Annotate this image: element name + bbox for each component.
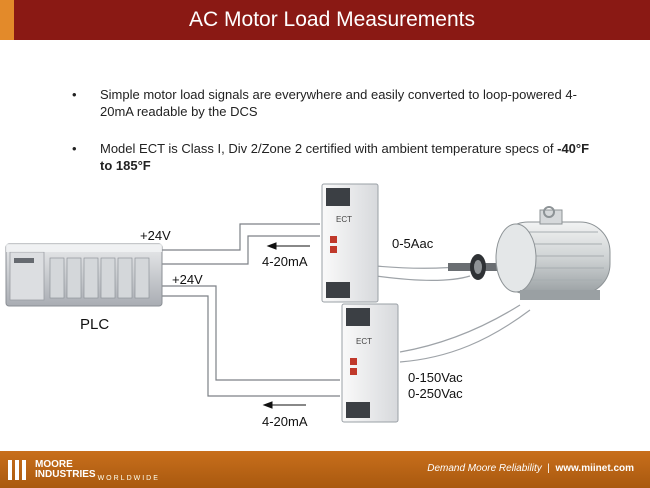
transmitter-top: ECT (321, 183, 379, 303)
transmitter-model-text: ECT (336, 215, 352, 224)
moore-industries-logo: MOORE INDUSTRIES WORLDWIDE (8, 457, 160, 483)
slide-title: AC Motor Load Measurements (189, 8, 475, 31)
bullet-item: • Simple motor load signals are everywhe… (72, 86, 592, 120)
bottom-supply-label: +24V (172, 272, 203, 287)
footer-tagline: Demand Moore Reliability | www.miinet.co… (427, 463, 634, 474)
top-loop-wires (160, 223, 320, 265)
top-input-label: 0-5Aac (392, 236, 434, 251)
current-sensor (448, 254, 510, 280)
temperature-range: -40°F to 185°F (100, 141, 590, 173)
bullet-text: Simple motor load signals are everywhere… (100, 87, 577, 119)
bullet-list: • Simple motor load signals are everywhe… (72, 86, 592, 194)
bullet-marker: • (72, 141, 77, 156)
plc-label: PLC (80, 316, 110, 333)
top-output-label: 4-20mA (262, 254, 308, 269)
bottom-output-label: 4-20mA (262, 414, 308, 429)
bullet-text-container: Model ECT is Class I, Div 2/Zone 2 certi… (100, 140, 592, 174)
tagline-separator: | (547, 463, 550, 474)
top-supply-label: +24V (140, 228, 171, 243)
transmitter-model-text: ECT (356, 337, 372, 346)
bottom-input-label-2: 0-250Vac (408, 386, 463, 401)
bullet-text: Model ECT is Class I, Div 2/Zone 2 certi… (100, 141, 558, 156)
logo-line2: INDUSTRIES (35, 469, 96, 480)
tagline-text: Demand Moore Reliability (427, 463, 542, 474)
arrow-icon (262, 401, 306, 409)
logo-mark-icon (8, 460, 32, 480)
slide-footer: MOORE INDUSTRIES WORLDWIDE Demand Moore … (0, 451, 650, 488)
bullet-item: • Model ECT is Class I, Div 2/Zone 2 cer… (72, 140, 592, 174)
arrow-icon (266, 242, 310, 250)
title-accent-stripe (0, 0, 14, 40)
bottom-input-label-1: 0-150Vac (408, 370, 463, 385)
logo-line1: MOORE (35, 459, 73, 470)
logo-wordmark: MOORE INDUSTRIES (35, 460, 96, 480)
website-link[interactable]: www.miinet.com (555, 463, 634, 474)
ac-motor (495, 206, 611, 300)
logo-sub: WORLDWIDE (97, 475, 160, 482)
plc-rack (5, 243, 163, 307)
bullet-marker: • (72, 87, 77, 102)
bottom-loop-wires (160, 285, 340, 397)
transmitter-bottom: ECT (341, 303, 399, 423)
slide-title-bar: AC Motor Load Measurements (14, 0, 650, 40)
